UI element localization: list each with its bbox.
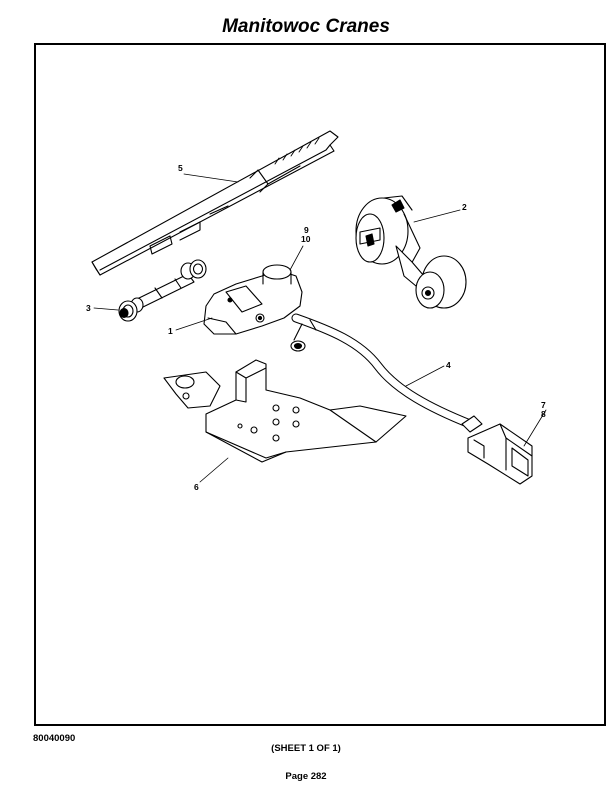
page-number: Page 282 xyxy=(285,771,327,782)
callout-7: 7 xyxy=(541,400,546,410)
callout-2: 2 xyxy=(462,202,467,212)
callout-4: 4 xyxy=(446,360,451,370)
slotted-bracket-part xyxy=(91,130,339,276)
cable-harness-part xyxy=(290,313,483,433)
callout-10: 10 xyxy=(301,234,311,244)
callout-5: 5 xyxy=(178,163,183,173)
callout-1: 1 xyxy=(168,326,173,336)
shaft-with-bushings-part xyxy=(118,259,207,322)
callout-8: 8 xyxy=(541,409,546,419)
sensor-housing-part xyxy=(203,264,303,335)
connector-part xyxy=(467,423,533,485)
drawing-frame xyxy=(34,43,606,726)
callout-6: 6 xyxy=(194,482,199,492)
page-title: Manitowoc Cranes xyxy=(222,16,390,37)
callout-3: 3 xyxy=(86,303,91,313)
mounting-plate-part xyxy=(163,359,407,463)
callout-9: 9 xyxy=(304,225,309,235)
document-number: 80040090 xyxy=(33,733,76,744)
sheet-label: (SHEET 1 OF 1) xyxy=(271,743,341,754)
actuator-roller-part xyxy=(355,195,467,309)
